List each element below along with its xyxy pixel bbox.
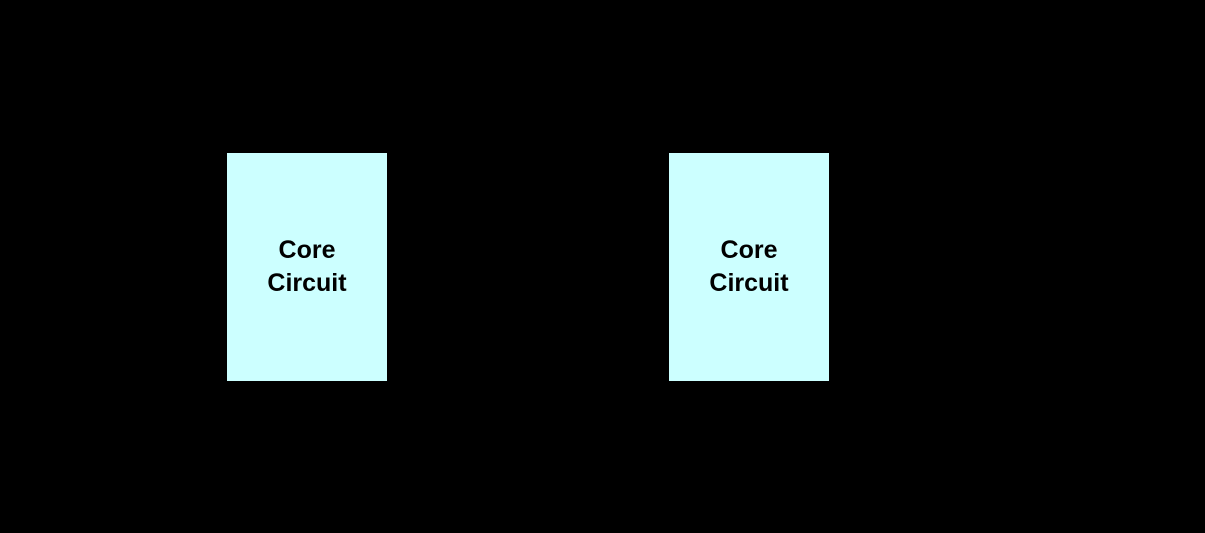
core-circuit-label-line1: Core <box>720 236 778 264</box>
core-circuit-block-left: Core Circuit <box>227 153 387 381</box>
core-circuit-block-right: Core Circuit <box>669 153 829 381</box>
core-circuit-label-line2: Circuit <box>267 269 347 297</box>
core-circuit-label-line2: Circuit <box>709 269 789 297</box>
core-circuit-label-line1: Core <box>278 236 336 264</box>
